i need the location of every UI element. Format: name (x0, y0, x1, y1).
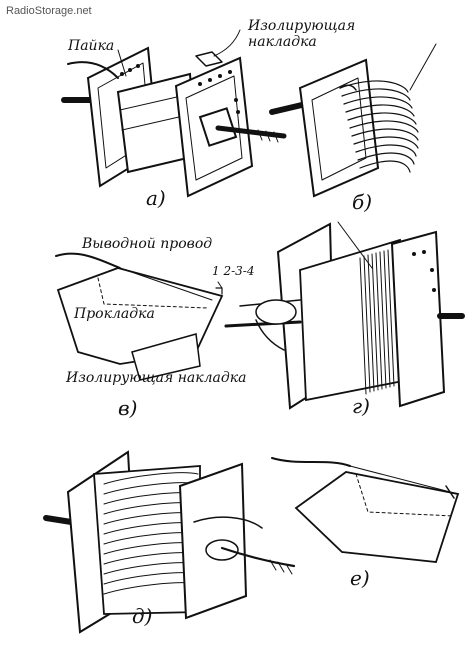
panel-v-spacer (55, 252, 224, 381)
caption-g: г) (352, 394, 370, 418)
panel-b-wound-bobbin (269, 43, 437, 198)
panel-a-bobbin (61, 29, 287, 198)
caption-a: а) (146, 186, 166, 210)
panel-g-coil (224, 221, 465, 410)
panel-e-spacer-sheet (271, 457, 460, 563)
caption-e: е) (350, 566, 370, 590)
label-lead-wire: Выводной провод (82, 236, 213, 252)
caption-d: д) (132, 604, 153, 628)
watermark-text: RadioStorage.net (6, 5, 92, 17)
label-callout-numbers: 1 2-3-4 (212, 264, 255, 278)
caption-b: б) (352, 190, 373, 214)
label-insulating-pad-bottom: Изолирующая накладка (66, 370, 247, 386)
label-spacer: Прокладка (74, 306, 155, 322)
panel-d-finished-coil (43, 450, 296, 634)
label-insulating-pad-top: Изолирующая накладка (248, 18, 356, 50)
label-solder: Пайка (68, 38, 115, 54)
caption-v: в) (118, 396, 138, 420)
